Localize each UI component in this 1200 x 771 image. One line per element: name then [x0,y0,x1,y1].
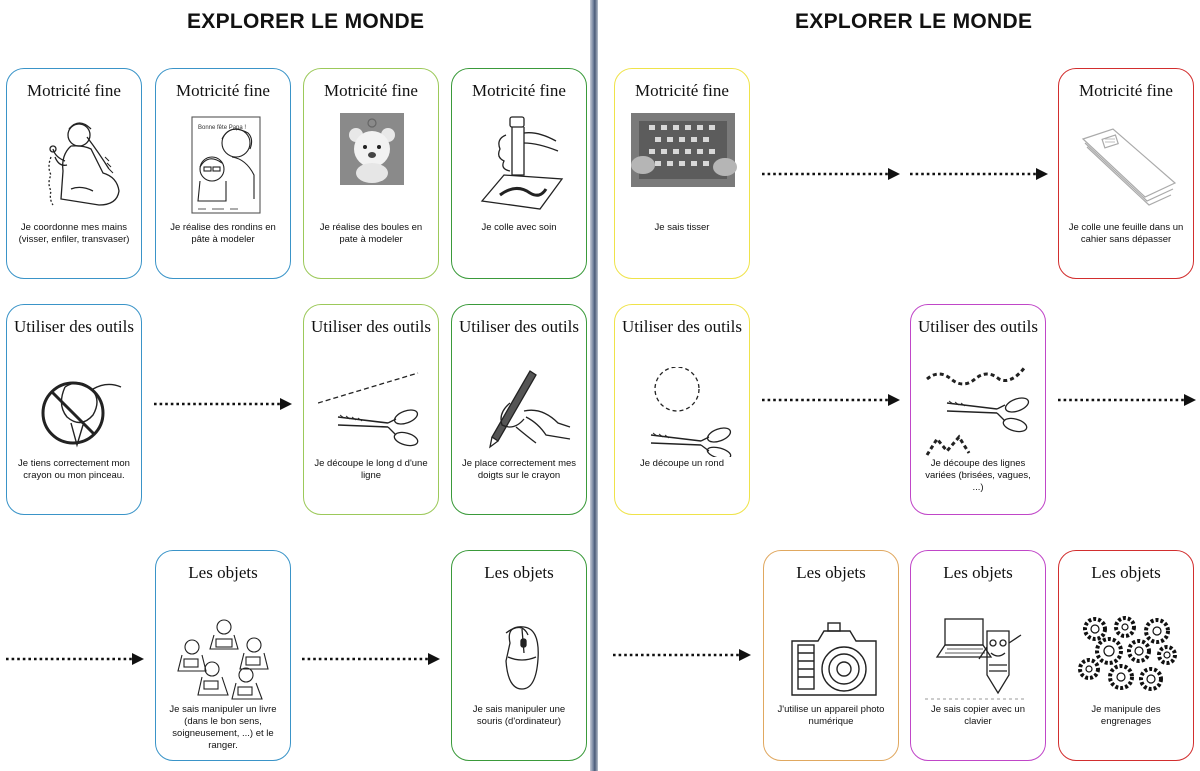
card-description: Je sais copier avec un clavier [931,704,1025,727]
card-motricite-cahier: Motricité fine Je colle une feuille dans… [1058,68,1194,279]
card-title: Motricité fine [27,81,121,100]
glue-stick-icon [466,109,574,221]
card-title: Motricité fine [1079,81,1173,100]
dotted-arrow [910,168,1048,180]
card-description: Je manipule des engrenages [1091,704,1161,727]
card-objets-souris: Les objets Je sais manipuler une souris … [451,550,587,761]
card-description: Je sais tisser [654,222,710,233]
card-title: Les objets [1091,563,1161,582]
card-outils-doigts-crayon: Utiliser des outils Je place correctemen… [451,304,587,515]
card-title: Les objets [796,563,866,582]
weaving-icon [629,109,737,221]
card-motricite-coller: Motricité fine Je colle avec soin [451,68,587,279]
card-outils-decouper-rond: Utiliser des outils Je découpe un rond [614,304,750,515]
card-description: Je place correctement mes doigts sur le … [461,458,577,481]
pencil-grip-icon [466,367,574,457]
card-title: Utiliser des outils [622,317,742,336]
card-description: Je colle une feuille dans un cahier sans… [1068,222,1184,245]
camera-icon [778,613,886,703]
scissors-line-icon [318,367,426,457]
card-title: Motricité fine [324,81,418,100]
card-outils-lignes-variees: Utiliser des outils Je découpe des ligne… [910,304,1046,515]
page-divider [590,0,598,771]
right-page-title: EXPLORER LE MONDE [795,10,1033,33]
notebook-icon [1073,109,1181,221]
card-title: Utiliser des outils [14,317,134,336]
card-title: Utiliser des outils [311,317,431,336]
dotted-arrow [613,649,751,661]
card-title: Utiliser des outils [918,317,1038,336]
card-outils-tenir-crayon: Utiliser des outils Je tiens correctemen… [6,304,142,515]
dotted-arrow [762,168,900,180]
card-objets-clavier: Les objets Je sais copier avec un clavie… [910,550,1046,761]
card-objets-engrenages: Les objets Je manipule des engrenages [1058,550,1194,761]
card-description: Je sais manipuler un livre (dans le bon … [169,704,277,751]
card-motricite-boules: Motricité fine Je réalise des boules en … [303,68,439,279]
card-description: Je découpe le long d d'une ligne [314,458,428,481]
card-description: Je découpe des lignes variées (brisées, … [925,458,1031,493]
card-description: Je tiens correctement mon crayon ou mon … [18,458,130,481]
card-title: Motricité fine [176,81,270,100]
card-objets-appareil-photo: Les objets J'utilise un appareil photo n… [763,550,899,761]
clay-bear-icon [318,109,426,221]
dotted-arrow [302,653,440,665]
dotted-arrow [154,398,292,410]
coloring-sheet-icon: Bonne fête Papa ! [170,109,278,221]
scissors-circle-icon [629,367,737,457]
card-description: Je sais manipuler une souris (d'ordinate… [472,704,566,727]
dotted-arrow [762,394,900,406]
children-reading-icon [170,613,278,703]
mouse-icon [466,613,574,703]
card-title: Les objets [188,563,258,582]
card-description: Je réalise des rondins en pâte à modeler [170,222,276,245]
card-title: Les objets [484,563,554,582]
card-title: Motricité fine [635,81,729,100]
card-description: J'utilise un appareil photo numérique [777,704,885,727]
card-description: Je colle avec soin [481,222,557,233]
card-title: Motricité fine [472,81,566,100]
card-motricite-tisser: Motricité fine Je sais tisser [614,68,750,279]
scissors-varied-lines-icon [925,367,1033,457]
card-motricite-rondins: Motricité fine Bonne fête Papa ! Je réal… [155,68,291,279]
card-title: Utiliser des outils [459,317,579,336]
girl-threading-icon [21,109,129,221]
card-motricite-coordination: Motricité fine Je coordonne mes mains (v… [6,68,142,279]
card-description: Je coordonne mes mains (visser, enfiler,… [18,222,130,245]
dotted-arrow [1058,394,1196,406]
coloring-sheet-text: Bonne fête Papa ! [198,125,246,131]
wrong-grip-icon [21,367,129,457]
gears-icon [1073,613,1181,703]
card-title: Les objets [943,563,1013,582]
laptop-pencil-icon [925,613,1033,703]
dotted-arrow [6,653,144,665]
left-page-title: EXPLORER LE MONDE [187,10,425,33]
card-description: Je découpe un rond [640,458,724,469]
card-outils-decouper-ligne: Utiliser des outils Je découpe le long d… [303,304,439,515]
card-objets-livre: Les objets Je sais manipuler un livre (d… [155,550,291,761]
card-description: Je réalise des boules en pate à modeler [319,222,423,245]
